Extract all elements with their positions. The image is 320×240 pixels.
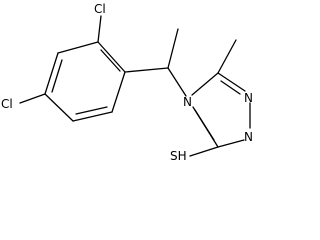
double-bond-inner (51, 59, 63, 93)
phenyl-ring (44, 41, 126, 122)
atom-n1: N (244, 91, 253, 105)
atom-n4: N (183, 95, 192, 109)
bond-triazole-to-methyl (217, 39, 237, 74)
double-bond-inner (194, 109, 215, 141)
bond-to-sh (189, 146, 219, 157)
double-bond-inner (100, 49, 121, 72)
bond-ch-to-methyl (167, 28, 179, 69)
atom-sh: SH (170, 149, 187, 160)
atom-cl-para: Cl (1, 97, 13, 111)
bond (57, 41, 99, 54)
bond (191, 72, 219, 96)
bond-ch-to-n4 (167, 67, 187, 97)
bond-to-cl-ortho (97, 15, 102, 43)
bond-ring-to-ch (124, 67, 169, 73)
bond-to-cl-para (19, 93, 46, 104)
bond (217, 139, 245, 148)
bond (72, 111, 113, 122)
double-bond-inner (75, 106, 108, 115)
triazole-ring (191, 72, 251, 148)
bond (44, 52, 59, 95)
atom-n2: N (244, 130, 253, 144)
bond (97, 41, 126, 73)
molecule-structure: Cl Cl N N N SH (1, 2, 253, 160)
atom-cl-ortho: Cl (94, 2, 106, 16)
bond (111, 71, 126, 113)
bond (217, 72, 246, 92)
double-bond-inner (220, 80, 241, 95)
bond (44, 93, 74, 122)
